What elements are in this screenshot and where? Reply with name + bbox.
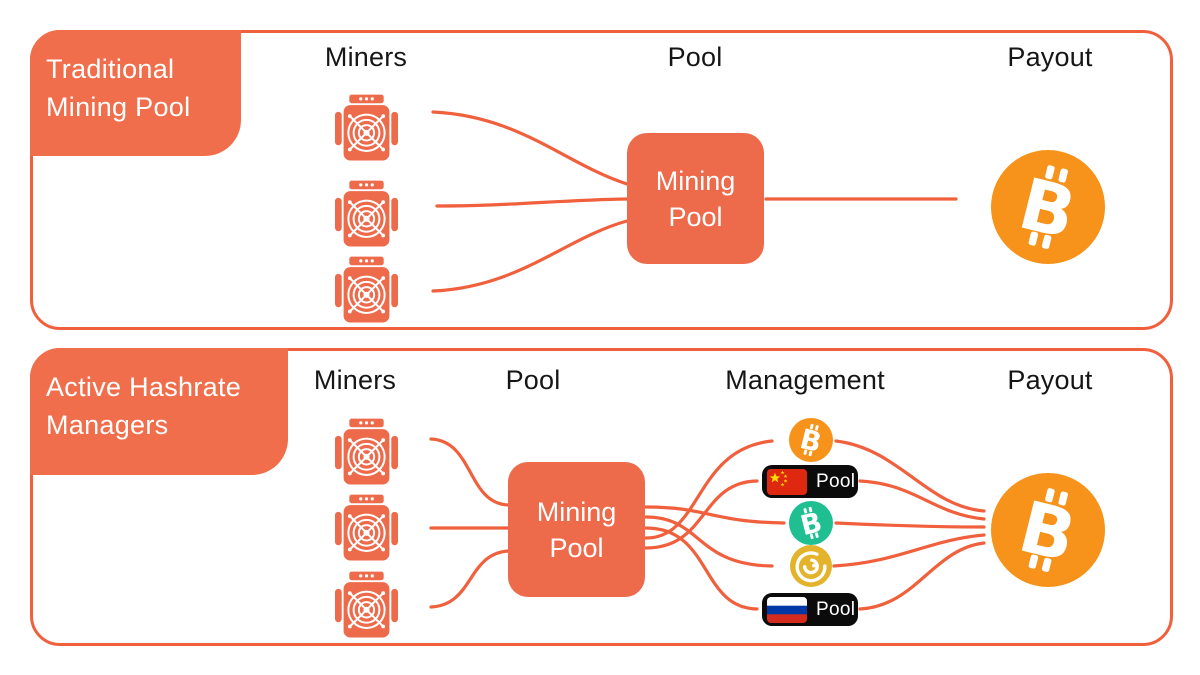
bitcoin-icon: [789, 418, 833, 462]
column-header-miners-2: Miners: [313, 365, 397, 395]
column-header-payout-1: Payout: [1007, 42, 1093, 72]
miner-icon: [335, 494, 398, 564]
mining-pool-box-2: Mining Pool: [508, 462, 645, 597]
bitcoin-cash-icon: [789, 501, 833, 545]
miner-icon: [335, 256, 398, 326]
russia-pool-pill: Pool: [762, 593, 858, 626]
china-pool-pill: Pool: [762, 465, 858, 498]
column-header-management: Management: [725, 365, 885, 395]
column-header-payout-2: Payout: [1007, 365, 1093, 395]
active-hashrate-label: Active Hashrate Managers: [30, 348, 288, 475]
traditional-pool-panel: [30, 30, 1173, 330]
china-flag-icon: [767, 469, 807, 495]
mining-pool-box-1: Mining Pool: [627, 133, 764, 264]
column-header-pool-2: Pool: [505, 365, 561, 395]
gold-dragon-coin-icon: [790, 545, 832, 587]
active-hashrate-panel: [30, 348, 1173, 646]
miner-icon: [335, 571, 398, 641]
column-header-miners-1: Miners: [324, 42, 408, 72]
bitcoin-payout-icon: [991, 150, 1105, 264]
miner-icon: [335, 94, 398, 164]
column-header-pool-1: Pool: [667, 42, 723, 72]
russia-flag-icon: [767, 597, 807, 623]
traditional-pool-label: Traditional Mining Pool: [30, 30, 241, 156]
bitcoin-payout-icon: [991, 473, 1105, 587]
russia-pool-pill-label: Pool: [816, 598, 856, 620]
miner-icon: [335, 418, 398, 488]
china-pool-pill-label: Pool: [816, 470, 856, 492]
miner-icon: [335, 180, 398, 250]
